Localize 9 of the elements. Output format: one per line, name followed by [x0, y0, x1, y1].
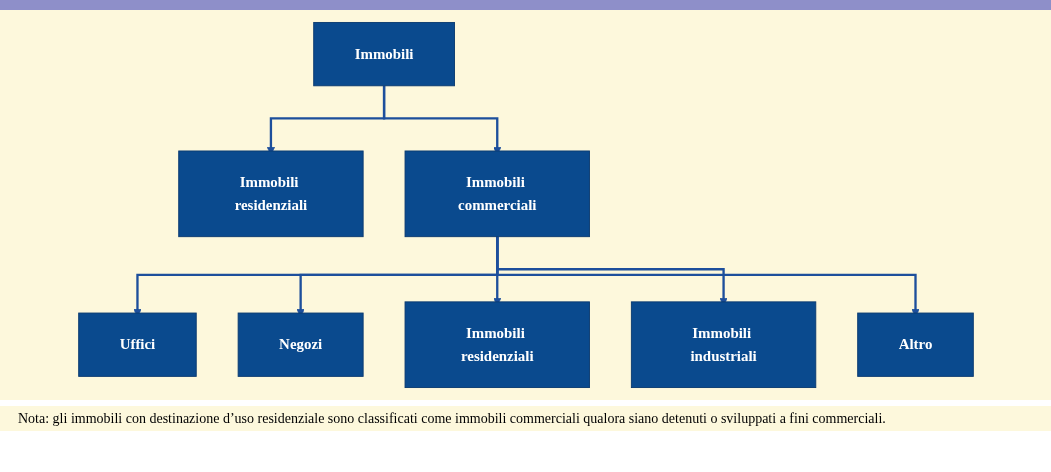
node-box: Negozi: [237, 312, 364, 377]
note-text: Nota: gli immobili con destinazione d’uso residenziale sono classificati come immobili commerciali qualora siano detenuti o sviluppati a fini commerciali.: [18, 410, 887, 427]
node-box: Uffici: [77, 312, 197, 377]
node-box: Immobili residenziali: [404, 301, 590, 388]
node-box: Altro: [856, 312, 974, 377]
node-box: Immobili residenziali: [177, 150, 364, 238]
node-box: Immobili: [312, 22, 455, 87]
node-box: Immobili commerciali: [404, 150, 590, 238]
node-box: Immobili industriali: [630, 301, 816, 388]
